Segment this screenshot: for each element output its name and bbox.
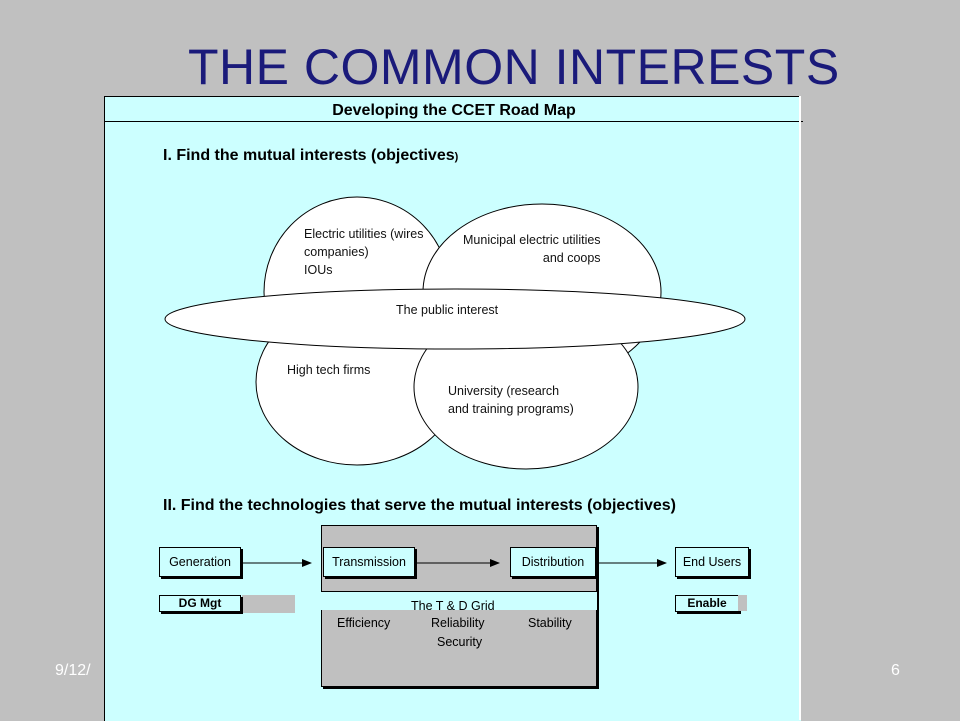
label-public-interest: The public interest	[396, 303, 499, 317]
page-number: 6	[891, 662, 900, 679]
td-grid-title: The T & D Grid	[411, 599, 495, 613]
dg-mgt-bar	[242, 595, 295, 613]
box-dg-mgt: DG Mgt	[159, 595, 241, 612]
label-municipal-line2: and coops	[542, 251, 601, 265]
label-electric-utilities: Electric utilities (wires companies) IOU…	[304, 225, 423, 279]
section-technologies: II. Find the technologies that serve the…	[163, 497, 676, 514]
box-end-users: End Users	[675, 547, 749, 577]
flow-arrows	[243, 559, 667, 567]
td-stability: Stability	[528, 616, 572, 630]
label-university: University (research and training progra…	[448, 382, 574, 418]
label-municipal-line1: Municipal electric utilities	[463, 233, 601, 247]
panel-header: Developing the CCET Road Map	[105, 97, 803, 122]
label-university-line1: University (research	[448, 384, 560, 398]
box-enable: Enable	[675, 595, 739, 612]
td-grid-band	[321, 591, 597, 610]
box-generation: Generation	[159, 547, 241, 577]
label-municipal: Municipal electric utilities and coops	[463, 231, 601, 267]
panel-edge	[799, 96, 801, 720]
td-efficiency: Efficiency	[337, 616, 391, 630]
box-transmission: Transmission	[323, 547, 415, 577]
box-distribution: Distribution	[510, 547, 596, 577]
section-mutual-interests-paren: )	[454, 151, 459, 163]
label-electric-utilities-line1: Electric utilities (wires	[304, 227, 424, 241]
label-electric-utilities-line2: companies)	[304, 245, 369, 259]
td-reliability: Reliability	[431, 616, 485, 630]
enable-bar	[738, 595, 747, 611]
section-mutual-interests-text: I. Find the mutual interests (objectives	[163, 147, 455, 164]
oval-public-interest	[164, 288, 746, 350]
section-mutual-interests: I. Find the mutual interests (objectives…	[163, 147, 458, 165]
footer-date: 9/12/	[55, 662, 91, 679]
slide-title: THE COMMON INTERESTS	[188, 39, 840, 95]
label-high-tech: High tech firms	[287, 363, 371, 377]
td-security: Security	[437, 635, 483, 649]
interest-venn-diagram	[164, 196, 746, 470]
roadmap-panel: Developing the CCET Road Map I. Find the…	[104, 96, 803, 721]
label-electric-utilities-line3: IOUs	[304, 263, 333, 277]
label-university-line2: and training programs)	[448, 402, 574, 416]
